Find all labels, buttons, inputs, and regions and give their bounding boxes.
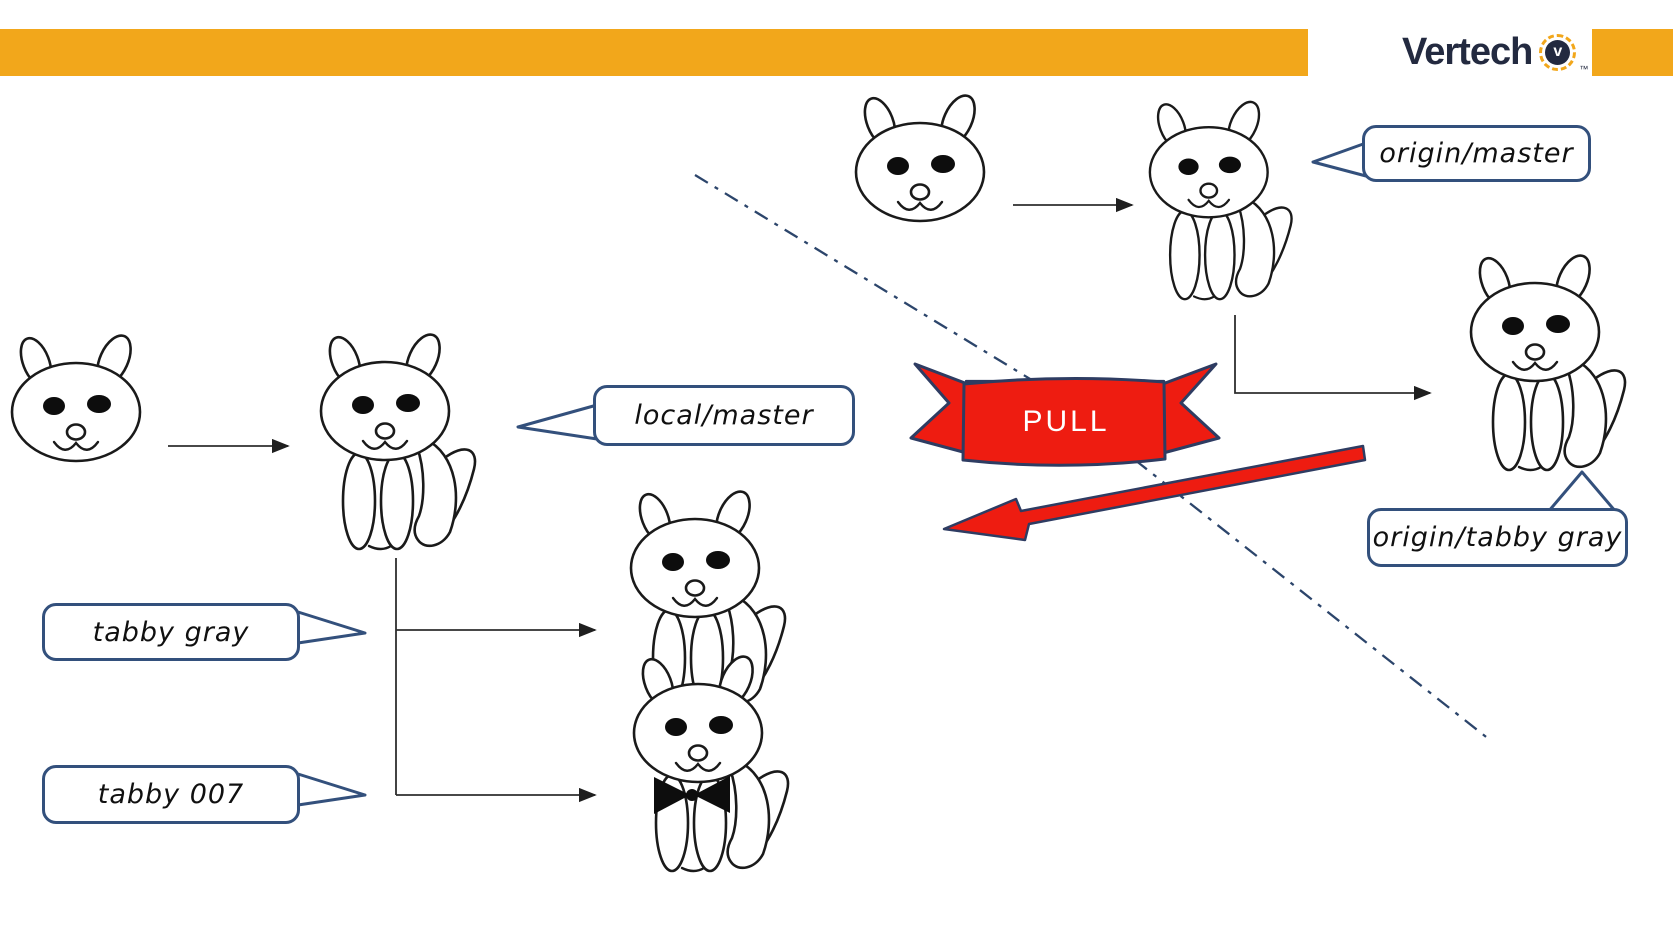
cat-commit-head-origin — [854, 89, 986, 223]
cat-local-master — [319, 328, 477, 551]
connector-arrows — [168, 197, 1432, 803]
origin-master-label: origin/master — [1379, 138, 1574, 169]
local-master-label: local/master — [634, 400, 814, 431]
cat-origin-tabby-gray — [1469, 249, 1627, 472]
pull-text: PULL — [1022, 405, 1110, 438]
logo-badge-letter: v — [1545, 39, 1571, 65]
pull-ribbon — [909, 362, 1221, 467]
speech-bubble-tabby-007: tabby 007 — [42, 765, 300, 824]
speech-bubble-tails — [296, 141, 1618, 807]
top-banner-left — [0, 29, 1308, 76]
trademark-symbol: ™ — [1579, 64, 1589, 74]
vertech-logo: Vertech v ™ — [1402, 26, 1588, 78]
speech-bubble-local-master: local/master — [593, 385, 855, 446]
top-banner-right — [1592, 29, 1673, 76]
tabby-gray-label: tabby gray — [92, 616, 250, 648]
pull-direction-arrow — [942, 444, 1367, 542]
tabby-007-label: tabby 007 — [97, 779, 245, 810]
speech-bubble-origin-tabby-gray: origin/tabby gray — [1367, 508, 1628, 567]
cat-origin-master — [1148, 96, 1293, 301]
speech-bubble-tabby-gray: tabby gray — [42, 603, 300, 661]
cat-commit-head-local — [10, 329, 142, 463]
bowtie-icon — [654, 776, 730, 814]
speech-bubble-origin-master: origin/master — [1362, 125, 1591, 182]
logo-wordmark: Vertech — [1402, 30, 1533, 73]
arrow-origin-master-to-tabby-gray — [1234, 315, 1432, 401]
logo-badge-icon: v — [1539, 33, 1577, 71]
cat-tabby-007 — [632, 650, 790, 873]
origin-tabby-gray-label: origin/tabby gray — [1372, 522, 1623, 553]
pull-ribbon-label: PULL — [968, 386, 1164, 458]
